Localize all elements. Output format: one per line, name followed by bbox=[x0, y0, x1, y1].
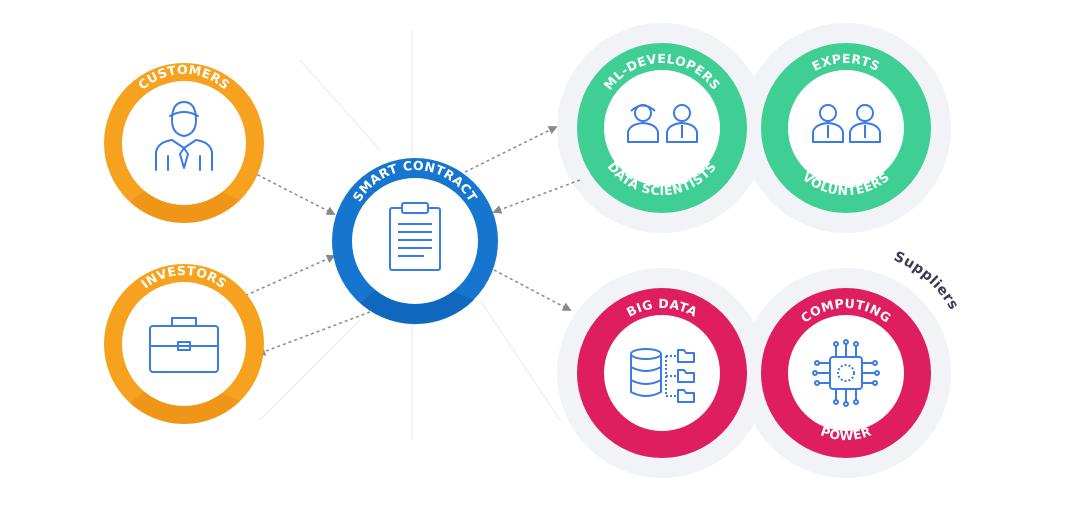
node-computing-power: COMPUTING POWER bbox=[761, 288, 931, 458]
node-smart-contract: SMART CONTRACT bbox=[332, 158, 498, 325]
developers-icon bbox=[627, 104, 698, 143]
arrow-investors-to-contract bbox=[239, 254, 336, 299]
chip-icon bbox=[812, 339, 880, 407]
svg-text:POWER: POWER bbox=[819, 423, 873, 443]
arrow-contract-to-investors bbox=[256, 311, 371, 356]
arrow-contract-to-bigdata bbox=[493, 269, 572, 311]
power-label: POWER bbox=[819, 423, 873, 443]
connector-arrows bbox=[239, 126, 581, 356]
node-customers: CUSTOMERS bbox=[104, 62, 264, 223]
node-experts: EXPERTS VOLUNTEERS bbox=[761, 43, 931, 213]
arrow-contract-to-developers bbox=[464, 126, 558, 173]
clipboard-icon bbox=[389, 202, 441, 271]
big-data-label: BIG DATA bbox=[624, 296, 700, 320]
database-icon bbox=[630, 348, 695, 403]
experts-icon bbox=[812, 104, 881, 143]
node-investors: INVESTORS bbox=[104, 263, 264, 424]
node-ml-developers: ML-DEVELOPERS DATA SCIENTISTS bbox=[577, 43, 747, 213]
svg-text:EXPERTS: EXPERTS bbox=[809, 51, 882, 74]
arrow-customers-to-contract bbox=[251, 171, 336, 215]
businessman-icon bbox=[155, 101, 213, 171]
briefcase-icon bbox=[149, 317, 219, 373]
arrow-developers-to-contract bbox=[492, 179, 581, 214]
node-big-data: BIG DATA bbox=[577, 288, 747, 458]
svg-text:BIG DATA: BIG DATA bbox=[624, 296, 700, 320]
experts-label: EXPERTS bbox=[809, 51, 882, 74]
